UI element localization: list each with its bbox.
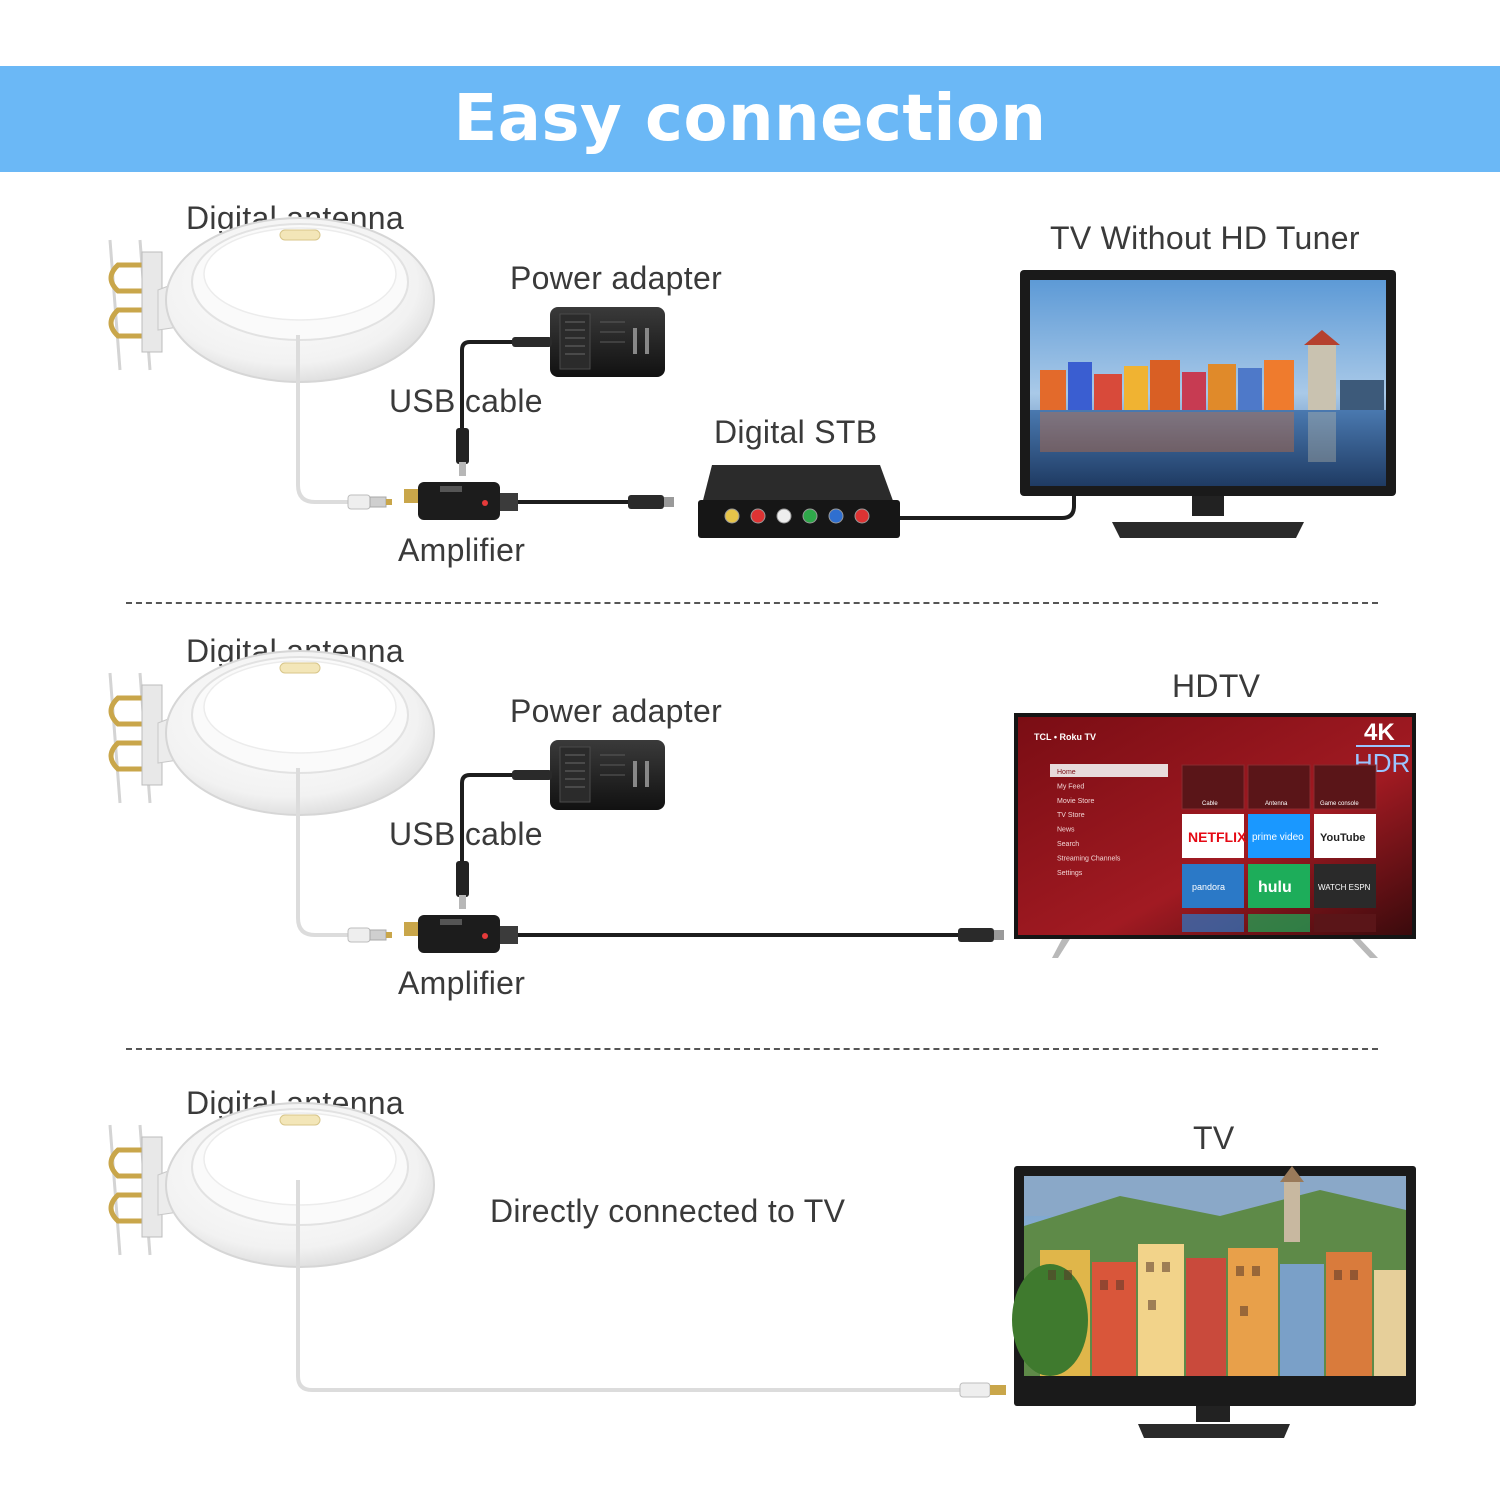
label-digital-stb: Digital STB [714, 414, 878, 450]
power-adapter-1 [454, 305, 667, 478]
tile-youtube: YouTube [1320, 832, 1365, 844]
tile-prime-video: prime video [1252, 832, 1304, 843]
hdtv-menu-item: Search [1057, 841, 1079, 848]
antenna-1 [110, 218, 434, 382]
coax-connector-3 [959, 1382, 991, 1398]
label-usb-cable-2: USB cable [389, 816, 543, 852]
divider-1 [126, 602, 1378, 604]
tv-without-hd-tuner [1020, 270, 1396, 538]
label-hdtv: HDTV [1172, 668, 1261, 704]
tile-pandora: pandora [1192, 882, 1225, 892]
tile-antenna: Antenna [1265, 801, 1288, 807]
hdtv-menu-item: My Feed [1057, 783, 1084, 790]
coax-connector-1 [628, 495, 664, 509]
hdtv-menu-item: Streaming Channels [1057, 855, 1121, 862]
label-amplifier-1: Amplifier [398, 532, 526, 568]
av-cable [900, 490, 1076, 520]
digital-stb [698, 465, 900, 538]
tile-netflix: NETFLIX [1188, 829, 1247, 845]
tile-game-console: Game console [1320, 801, 1359, 807]
tv [1012, 1166, 1416, 1438]
tile-cable: Cable [1202, 801, 1218, 807]
tile-watch-espn: WATCH ESPN [1318, 883, 1371, 892]
label-usb-cable-1: USB cable [389, 383, 543, 419]
antenna-3 [110, 1103, 434, 1267]
hdtv-menu-item: Settings [1057, 870, 1083, 877]
hdtv-menu-item: Home [1057, 769, 1076, 776]
hdtv-menu-item: TV Store [1057, 812, 1085, 819]
hdtv-brand: TCL • Roku TV [1034, 732, 1096, 742]
antenna-2 [110, 651, 434, 815]
label-tv: TV [1193, 1120, 1235, 1156]
divider-2 [126, 1048, 1378, 1050]
hdtv-menu-item: News [1057, 827, 1075, 834]
title-banner: Easy connection [0, 66, 1500, 172]
hdtv-menu-item: Movie Store [1057, 798, 1094, 805]
antenna-cable-3 [296, 1180, 962, 1392]
power-adapter-2 [454, 738, 667, 911]
coax-connector-2 [958, 928, 994, 942]
tile-hulu: hulu [1258, 879, 1292, 896]
label-power-adapter-2: Power adapter [510, 693, 723, 729]
label-amplifier-2: Amplifier [398, 965, 526, 1001]
label-directly-connected: Directly connected to TV [490, 1193, 846, 1229]
hdtv-4k-badge: 4K [1364, 719, 1395, 746]
label-tv-without-hd-tuner: TV Without HD Tuner [1050, 220, 1360, 256]
label-power-adapter-1: Power adapter [510, 260, 723, 296]
page-title: Easy connection [453, 82, 1047, 156]
